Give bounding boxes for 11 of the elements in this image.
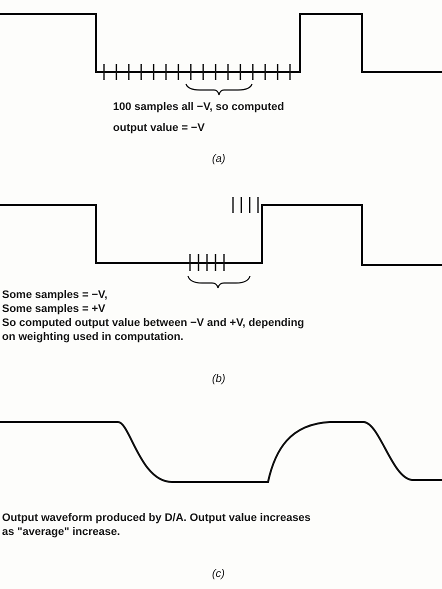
annotation-text: Output waveform produced by D/A. Output value increases: [2, 511, 311, 525]
panel-caption: (c): [212, 568, 225, 580]
annotation-text: 100 samples all −V, so computed: [113, 100, 284, 114]
annotation-text: as "average" increase.: [2, 525, 120, 539]
panel-caption: (b): [212, 373, 226, 385]
annotation-text: Some samples = +V: [2, 302, 106, 316]
annotation-text: on weighting used in computation.: [2, 330, 184, 344]
panel-caption: (a): [212, 153, 226, 165]
annotation-text: output value = −V: [113, 121, 205, 135]
annotation-text: So computed output value between −V and +V, depending: [2, 316, 304, 330]
annotation-text: Some samples = −V,: [2, 288, 108, 302]
